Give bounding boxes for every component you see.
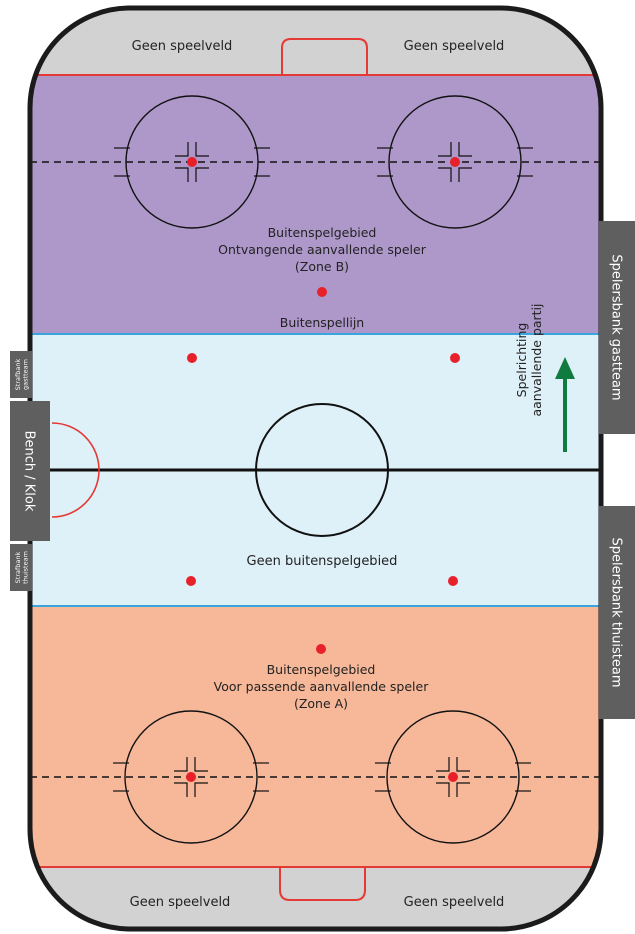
no-play-label-top-right: Geen speelveld	[404, 39, 505, 54]
penalty-away-line1: Strafbank	[14, 358, 22, 390]
neutral-zone-label: Geen buitenspelgebied	[247, 554, 398, 569]
faceoff-dot	[450, 157, 460, 167]
center-circle	[255, 403, 389, 537]
no-play-zone-top	[30, 8, 601, 75]
offside-line-label: Buitenspellijn	[280, 315, 364, 330]
goal-crease-bottom	[279, 867, 366, 901]
penalty-box-away-panel: Strafbank gastteam	[10, 351, 32, 398]
bench-away-label: Spelersbank gastteam	[609, 254, 624, 400]
faceoff-circle	[375, 710, 531, 844]
faceoff-dot	[448, 576, 458, 586]
faceoff-dot	[187, 157, 197, 167]
no-play-label-bottom-right: Geen speelveld	[404, 895, 505, 910]
faceoff-dot	[448, 772, 458, 782]
direction-arrow-icon	[555, 357, 575, 452]
faceoff-circles	[113, 95, 533, 844]
zone-a-title: Buitenspelgebied	[267, 662, 376, 677]
faceoff-dot	[450, 353, 460, 363]
bench-clock-label: Bench / Klok	[22, 431, 37, 512]
penalty-box-home-panel: Strafbank thuisteam	[10, 544, 32, 591]
faceoff-circle	[377, 95, 533, 229]
zone-a-subtitle: Voor passende aanvallende speler	[214, 679, 430, 694]
penalty-home-line2: thuisteam	[22, 551, 30, 584]
faceoff-dot	[317, 287, 327, 297]
zone-a-name: (Zone A)	[294, 696, 348, 711]
bench-clock-panel: Bench / Klok	[10, 401, 50, 541]
faceoff-dot	[186, 772, 196, 782]
faceoff-dot	[187, 353, 197, 363]
direction-label-line1: Spelrichting	[514, 323, 529, 398]
no-play-label-top-left: Geen speelveld	[132, 39, 233, 54]
faceoff-dot	[186, 576, 196, 586]
bench-home-panel: Spelersbank thuisteam	[599, 506, 635, 719]
goal-crease-top	[281, 38, 368, 75]
bench-home-label: Spelersbank thuisteam	[609, 537, 624, 687]
zone-b-area	[30, 75, 601, 334]
no-play-zone-bottom	[30, 867, 601, 929]
zone-b-subtitle: Ontvangende aanvallende speler	[218, 242, 427, 257]
bench-away-panel: Spelersbank gastteam	[599, 221, 635, 434]
faceoff-circle	[114, 95, 270, 229]
no-play-label-bottom-left: Geen speelveld	[130, 895, 231, 910]
direction-label: Spelrichting aanvallende partij	[514, 303, 544, 416]
zone-b-name: (Zone B)	[295, 259, 349, 274]
zone-a-area	[30, 606, 601, 867]
faceoff-circle	[113, 710, 269, 844]
penalty-home-line1: Strafbank	[14, 551, 22, 583]
referee-crease	[51, 422, 100, 518]
faceoff-dot	[316, 644, 326, 654]
penalty-away-line2: gastteam	[22, 359, 30, 390]
direction-label-line2: aanvallende partij	[529, 303, 544, 416]
faceoff-dots	[186, 287, 460, 654]
zone-b-title: Buitenspelgebied	[268, 225, 377, 240]
